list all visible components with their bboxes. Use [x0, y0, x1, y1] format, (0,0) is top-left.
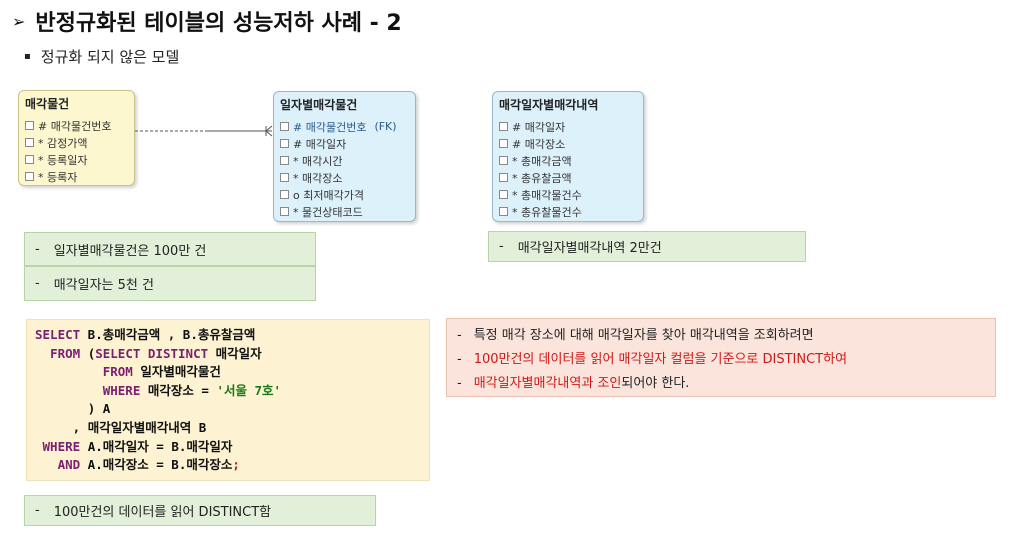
key-box-icon	[499, 139, 508, 148]
sql-line: WHERE A.매각일자 = B.매각일자	[42, 438, 233, 454]
arrow-bullet-icon: ➢	[12, 11, 26, 31]
sql-line: , 매각일자별매각내역 B	[72, 419, 207, 435]
sql-line: AND A.매각장소 = B.매각장소;	[57, 457, 240, 473]
key-box-icon	[499, 190, 508, 199]
key-box-icon	[499, 122, 508, 131]
key-box-icon	[280, 139, 289, 148]
key-box-icon	[25, 155, 34, 164]
key-box-icon	[25, 138, 34, 147]
note-distinct: - 100만건의 데이터를 읽어 DISTINCT함	[24, 495, 376, 526]
key-box-icon	[280, 122, 289, 131]
square-bullet-icon: ▪	[24, 51, 31, 62]
sql-line: ) A	[87, 401, 111, 417]
key-box-icon	[280, 173, 289, 182]
entity-attribute: o 최저매각가격	[280, 186, 409, 203]
sql-line: FROM 일자별매각물건	[102, 364, 221, 380]
subtitle-text: 정규화 되지 않은 모델	[40, 48, 180, 66]
entity-ilja-maegak-mulgeon: 일자별매각물건 # 매각물건번호(FK) # 매각일자 * 매각시간 * 매각장…	[273, 91, 416, 222]
key-box-icon	[499, 156, 508, 165]
key-box-icon	[280, 207, 289, 216]
entity-attribute: * 물건상태코드	[280, 203, 409, 220]
entity-attribute: * 감정가액	[25, 134, 128, 151]
relationship-line	[135, 125, 273, 137]
entity-maegak-ilja-naeyeok: 매각일자별매각내역 # 매각일자 # 매각장소 * 총매각금액 * 총유찰금액 …	[492, 91, 644, 222]
sql-line: SELECT B.총매각금액 , B.총유찰금액	[35, 327, 256, 342]
key-box-icon	[280, 190, 289, 199]
note-history-count: - 매각일자별매각내역 2만건	[488, 231, 806, 262]
entity-name: 매각물건	[25, 97, 70, 111]
entity-name: 매각일자별매각내역	[499, 98, 599, 112]
page-title: ➢ 반정규화된 테이블의 성능저하 사례 - 2	[12, 6, 402, 36]
entity-attribute: * 등록자	[25, 168, 128, 185]
entity-attribute: * 총매각금액	[499, 152, 637, 169]
entity-attribute: * 매각시간	[280, 152, 409, 169]
entity-attribute: # 매각일자	[280, 135, 409, 152]
sql-line: FROM (SELECT DISTINCT 매각일자	[50, 345, 262, 361]
entity-maegak-mulgeon: 매각물건 # 매각물건번호 * 감정가액 * 등록일자 * 등록자	[18, 90, 135, 186]
section-subtitle: ▪ 정규화 되지 않은 모델	[24, 46, 179, 67]
entity-attribute: # 매각장소	[499, 135, 637, 152]
sql-line: WHERE 매각장소 = '서울 7호'	[102, 382, 282, 398]
entity-attribute: * 총유찰금액	[499, 169, 637, 186]
entity-attribute: * 매각장소	[280, 169, 409, 186]
note-date-count: - 매각일자는 5천 건	[24, 266, 316, 301]
key-box-icon	[25, 121, 34, 130]
key-box-icon	[499, 207, 508, 216]
key-box-icon	[499, 173, 508, 182]
entity-attribute: # 매각일자	[499, 118, 637, 135]
entity-attribute: # 매각물건번호(FK)	[280, 118, 409, 135]
entity-attribute: * 총유찰물건수	[499, 203, 637, 220]
fk-label: (FK)	[374, 120, 397, 133]
entity-attribute: * 총매각물건수	[499, 186, 637, 203]
sql-code-block: SELECT B.총매각금액 , B.총유찰금액 FROM (SELECT DI…	[26, 319, 430, 481]
entity-attribute: * 등록일자	[25, 151, 128, 168]
key-box-icon	[280, 156, 289, 165]
note-row-count: - 일자별매각물건은 100만 건	[24, 232, 316, 266]
page-title-text: 반정규화된 테이블의 성능저하 사례 - 2	[35, 11, 402, 36]
explanation-line: -특정 매각 장소에 대해 매각일자를 찾아 매각내역을 조회하려면	[457, 328, 814, 343]
entity-attribute: # 매각물건번호	[25, 117, 128, 134]
explanation-line: -100만건의 데이터를 읽어 매각일자 컬럼을 기준으로 DISTINCT하여	[457, 352, 848, 367]
entity-name: 일자별매각물건	[280, 98, 358, 112]
explanation-box: -특정 매각 장소에 대해 매각일자를 찾아 매각내역을 조회하려면 -100만…	[446, 318, 996, 397]
key-box-icon	[25, 172, 34, 181]
